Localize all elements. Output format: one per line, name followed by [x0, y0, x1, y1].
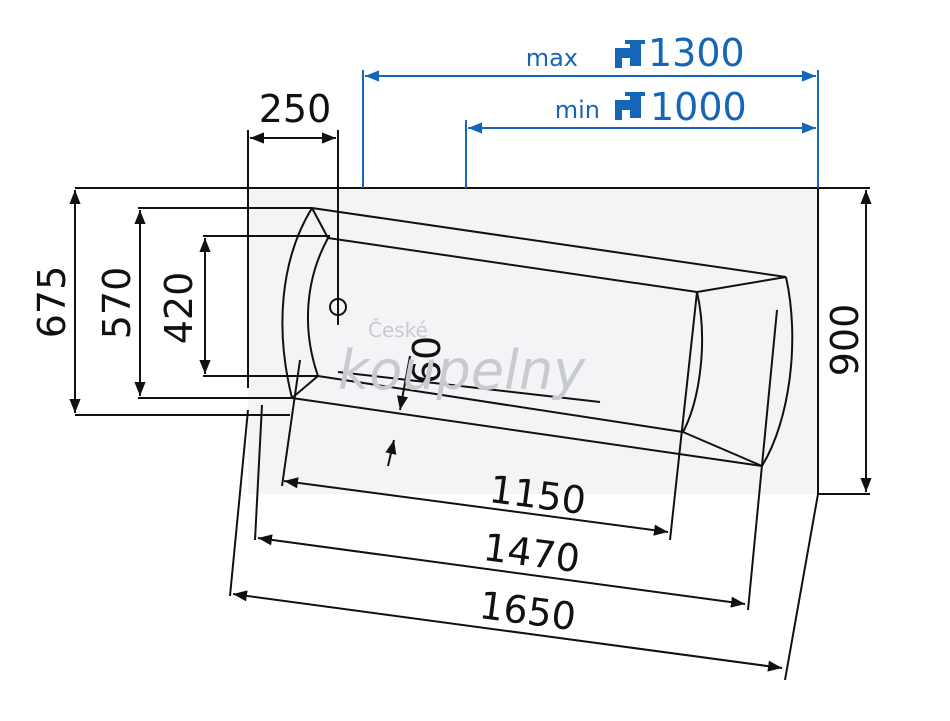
- label-max: max: [526, 44, 578, 72]
- label-1470: 1470: [481, 525, 583, 581]
- label-min: min: [555, 96, 600, 124]
- label-250: 250: [259, 87, 332, 131]
- tub-panel-background: [248, 188, 818, 494]
- faucet-icon: [615, 40, 645, 68]
- label-570: 570: [95, 267, 139, 340]
- faucet-icon: [615, 92, 645, 120]
- dimension-60: [385, 355, 411, 467]
- dimension-250: [247, 130, 339, 388]
- dimension-675-570-420: [69, 190, 330, 413]
- dimension-1150-1470-1650: [229, 291, 819, 681]
- watermark-line1: České: [368, 318, 428, 342]
- watermark-line2: koupelny: [338, 339, 586, 402]
- label-1650: 1650: [477, 583, 579, 639]
- label-900: 900: [823, 304, 867, 377]
- wall-outline: [75, 187, 870, 495]
- label-420: 420: [157, 272, 201, 345]
- label-675: 675: [30, 266, 74, 339]
- tub-outline: [281, 207, 794, 467]
- label-60: 60: [405, 336, 449, 384]
- dimension-max-min: [362, 70, 819, 188]
- label-max-value: 1300: [648, 31, 745, 75]
- label-min-value: 1000: [650, 85, 747, 129]
